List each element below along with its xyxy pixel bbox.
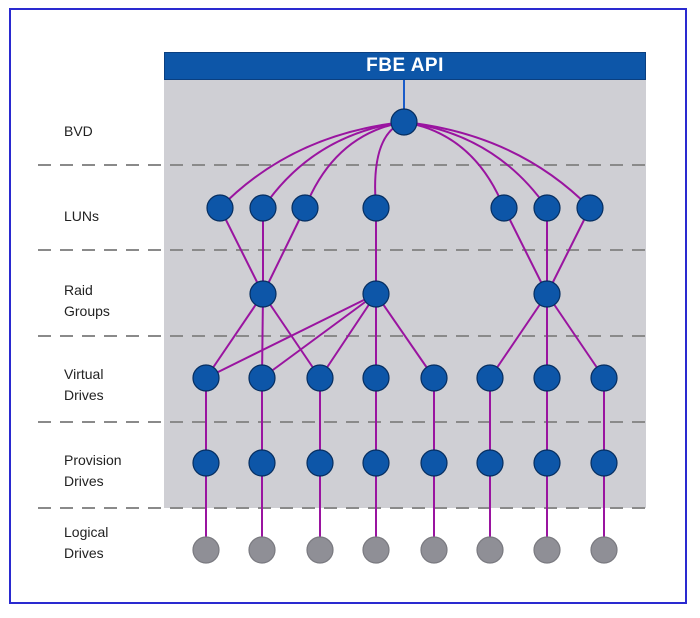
edge-lun-raid-5	[503, 207, 548, 295]
layer-label-luns: LUNs	[64, 208, 100, 224]
node-virtual-drive-8	[590, 364, 618, 392]
edge-raid-vd-5	[261, 293, 377, 379]
node-raid-group-2	[362, 280, 390, 308]
layer-label-virtual-drives: Virtual Drives	[64, 366, 104, 403]
node-lun-5	[490, 194, 518, 222]
node-logical-drive-8	[590, 536, 618, 564]
node-provision-drive-3	[306, 449, 334, 477]
node-provision-drive-4	[362, 449, 390, 477]
edge-raid-vd-6	[319, 293, 377, 379]
node-virtual-drive-7	[533, 364, 561, 392]
node-virtual-drive-5	[420, 364, 448, 392]
node-provision-drive-1	[192, 449, 220, 477]
node-provision-drive-5	[420, 449, 448, 477]
node-provision-drive-2	[248, 449, 276, 477]
edge-bvd-lun-3	[304, 121, 405, 209]
node-lun-1	[206, 194, 234, 222]
node-provision-drive-8	[590, 449, 618, 477]
node-logical-drive-4	[362, 536, 390, 564]
node-lun-2	[249, 194, 277, 222]
layer-label-provision-drives: Provision Drives	[64, 452, 122, 489]
node-logical-drive-3	[306, 536, 334, 564]
edge-raid-vd-1	[205, 293, 264, 379]
fbe-stack-panel	[164, 80, 646, 508]
node-virtual-drive-2	[248, 364, 276, 392]
node-raid-group-3	[533, 280, 561, 308]
layer-label-logical-drives: Logical Drives	[64, 524, 109, 561]
edge-lun-raid-3	[262, 207, 306, 295]
node-provision-drive-7	[533, 449, 561, 477]
node-lun-4	[362, 194, 390, 222]
node-bvd	[390, 108, 418, 136]
edge-bvd-lun-2	[262, 121, 405, 209]
node-lun-6	[533, 194, 561, 222]
node-virtual-drive-3	[306, 364, 334, 392]
node-virtual-drive-6	[476, 364, 504, 392]
node-logical-drive-5	[420, 536, 448, 564]
edge-bvd-lun-7	[403, 121, 591, 209]
edge-raid-vd-8	[375, 293, 435, 379]
node-virtual-drive-4	[362, 364, 390, 392]
node-lun-3	[291, 194, 319, 222]
node-provision-drive-6	[476, 449, 504, 477]
node-logical-drive-2	[248, 536, 276, 564]
node-logical-drive-1	[192, 536, 220, 564]
edge-bvd-lun-5	[403, 121, 505, 209]
node-lun-7	[576, 194, 604, 222]
layer-label-raid-groups: Raid Groups	[64, 282, 110, 319]
edge-raid-vd-4	[205, 293, 377, 379]
fbe-api-bar: FBE API	[164, 52, 646, 80]
edge-raid-vd-11	[546, 293, 605, 379]
edge-raid-vd-2	[261, 293, 264, 379]
node-logical-drive-6	[476, 536, 504, 564]
layer-label-bvd: BVD	[64, 123, 93, 139]
edge-lun-raid-1	[219, 207, 264, 295]
node-virtual-drive-1	[192, 364, 220, 392]
edge-raid-vd-9	[489, 293, 548, 379]
node-raid-group-1	[249, 280, 277, 308]
edge-lun-raid-7	[546, 207, 591, 295]
edge-bvd-lun-1	[219, 121, 405, 209]
node-logical-drive-7	[533, 536, 561, 564]
